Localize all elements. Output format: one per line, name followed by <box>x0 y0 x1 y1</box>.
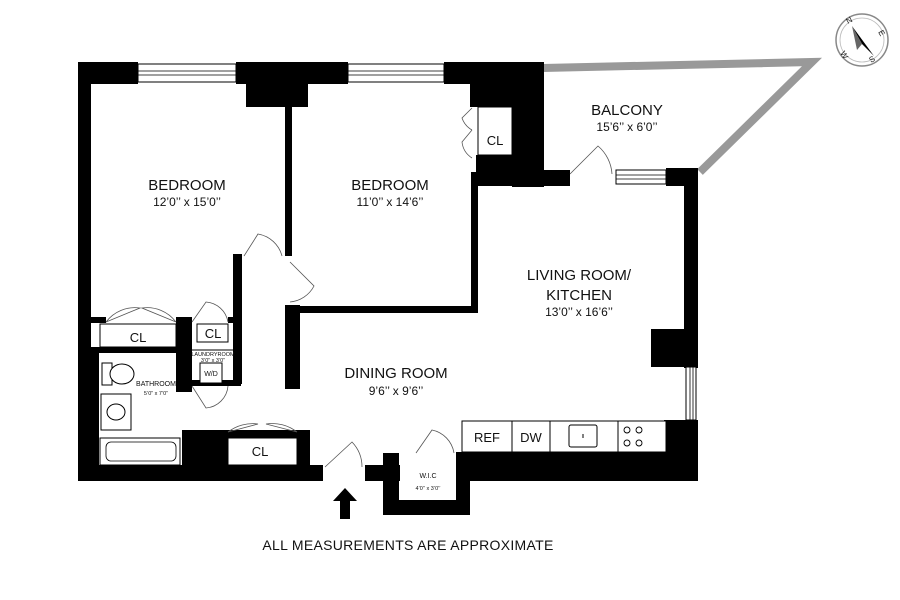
closet-label: CL <box>252 444 269 459</box>
balcony-label: BALCONY <box>591 102 663 119</box>
dining-dims: 9’6’’ x 9’6’’ <box>369 384 423 398</box>
toilet-icon <box>109 363 135 385</box>
washer-dryer-icon <box>199 362 223 384</box>
bedroom2-label: BEDROOM <box>351 177 429 194</box>
windows <box>137 63 697 421</box>
laundry-label: LAUNDRYROOM <box>191 352 235 358</box>
bathtub-icon <box>99 437 181 466</box>
bedroom1-dims: 12’0’’ x 15’0’’ <box>153 195 221 209</box>
bathroom-dims: 5’0” x 7’0” <box>144 391 168 397</box>
footer-note: ALL MEASUREMENTS ARE APPROXIMATE <box>262 537 553 553</box>
compass-s: S <box>868 54 877 64</box>
compass-icon: N E S W <box>835 13 889 67</box>
wic-dims: 4’0’’ x 3’0’’ <box>416 486 441 492</box>
laundry-dims: 3’0” x 3’0” <box>201 358 225 364</box>
living-label-line2: KITCHEN <box>546 287 612 304</box>
entrance-arrow-icon <box>333 488 357 519</box>
sink-icon <box>106 403 126 421</box>
dining-label: DINING ROOM <box>344 365 447 382</box>
closet-label: CL <box>130 330 147 345</box>
living-dims: 13’0’’ x 16’6’’ <box>545 305 613 319</box>
doors <box>105 107 613 468</box>
living-label-line1: LIVING ROOM/ <box>527 267 632 284</box>
bedroom2-dims: 11’0’’ x 14’6’’ <box>357 195 424 209</box>
compass-w: W <box>838 50 850 61</box>
stove-icon <box>623 426 643 447</box>
walls <box>78 62 698 515</box>
wic-label: W.I.C <box>419 473 436 480</box>
refrigerator-label: REF <box>474 430 500 445</box>
kitchen-counter <box>461 420 667 453</box>
balcony-dims: 15’6’’ x 6’0’’ <box>596 120 657 134</box>
bathroom-label: BATHROOM <box>136 381 176 388</box>
closet-label: CL <box>487 133 504 148</box>
compass-e: E <box>876 29 886 38</box>
washer-dryer-label: W/D <box>204 371 218 378</box>
dishwasher-label: DW <box>520 430 542 445</box>
balcony-outline <box>542 57 823 175</box>
closet-label: CL <box>205 326 222 341</box>
sink-icon <box>568 424 598 448</box>
compass-n: N <box>845 15 855 26</box>
bedroom1-label: BEDROOM <box>148 177 226 194</box>
bathroom-fixtures <box>99 362 181 466</box>
